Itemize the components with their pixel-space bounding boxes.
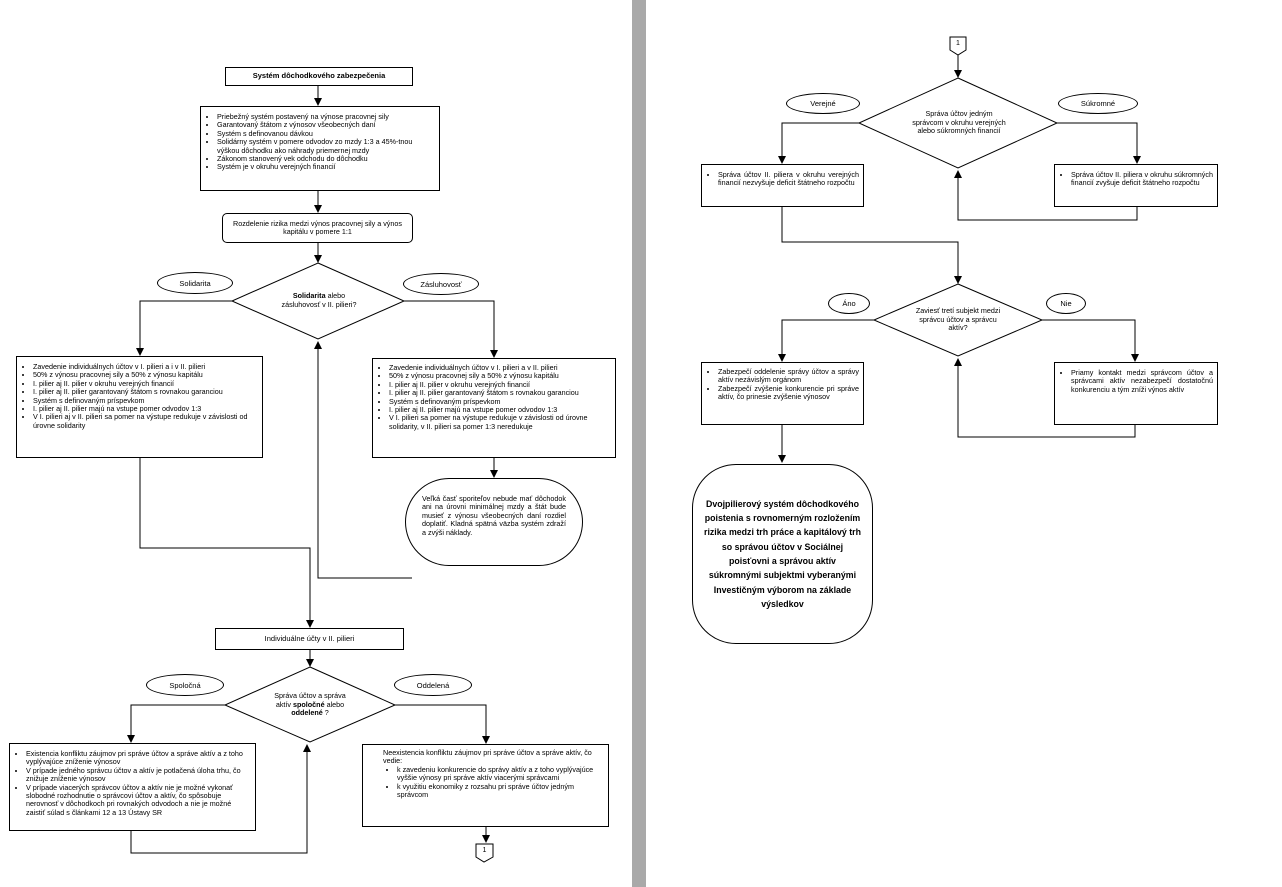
label-ano: Áno (828, 293, 870, 314)
label-solidarita: Solidarita (157, 272, 233, 294)
spolocna-list: Existencia konfliktu záujmov pri správe … (10, 749, 255, 818)
label-oddelena: Oddelená (394, 674, 472, 696)
list-item: V prípade viacerých správcov účtov a akt… (26, 783, 251, 818)
risk-split-text: Rozdelenie rizika medzi výnos pracovnej … (233, 218, 402, 236)
list-item: I. pilier aj II. pilier majú na vstupe p… (33, 404, 258, 413)
list-item: k zavedeniu konkurencie do správy aktív … (397, 765, 596, 783)
onpage-connector-label: 1 (956, 40, 960, 47)
list-item: Zavedenie individuálnych účtov v I. pili… (389, 363, 611, 372)
label-sukromne: Súkromné (1058, 93, 1138, 114)
note-box: Veľká časť sporiteľov nebude mať dôchodo… (405, 478, 583, 566)
list-item: Solidárny systém v pomere odvodov zo mzd… (217, 138, 435, 155)
ano-list: Zabezpečí oddelenie správy účtov a správ… (702, 367, 863, 402)
system-title-box: Systém dôchodkového zabezpečenia (225, 67, 413, 86)
solidarita-box: Zavedenie individuálnych účtov v I. pili… (16, 356, 263, 458)
list-item: I. pilier aj II. pilier garantovaný štát… (33, 387, 258, 396)
list-item: 50% z výnosu pracovnej sily a 50% z výno… (389, 371, 611, 380)
decision-jeden-spravca: Správa účtov jedným správcom v okruhu ve… (912, 109, 1006, 136)
list-item: Priamy kontakt medzi správcom účtov a sp… (1071, 368, 1213, 394)
list-item: V I. pilieri sa pomer na výstupe redukuj… (389, 414, 611, 431)
list-item: Systém s definovaným príspevkom (389, 397, 611, 406)
decision-treti-subjekt: Zaviesť tretí subjekt medzi správcu účto… (915, 306, 1001, 333)
list-item: k využitiu ekonomiky z rozsahu pri správ… (397, 782, 596, 800)
page-gutter (632, 0, 646, 887)
spolocna-box: Existencia konfliktu záujmov pri správe … (9, 743, 256, 831)
list-item: Existencia konfliktu záujmov pri správe … (26, 749, 251, 767)
oddelena-intro: Neexistencia konfliktu záujmov pri správ… (383, 748, 592, 766)
nie-box: Priamy kontakt medzi správcom účtov a sp… (1054, 362, 1218, 425)
label-nie: Nie (1046, 293, 1086, 314)
list-item: Garantovaný štátom z výnosov všeobecných… (217, 120, 435, 129)
label-spolocna: Spoločná (146, 674, 224, 696)
sukromne-box: Správa účtov II. piliera v okruhu súkrom… (1054, 164, 1218, 207)
note-text: Veľká časť sporiteľov nebude mať dôchodo… (422, 494, 566, 537)
list-item: Systém s definovanou dávkou (217, 129, 435, 138)
list-item: I. pilier aj II. pilier garantovaný štát… (389, 388, 611, 397)
list-item: Zabezpečí oddelenie správy účtov a správ… (718, 367, 859, 385)
oddelena-list: k zavedeniu konkurencie do správy aktív … (383, 765, 600, 800)
decision-spolocne-oddelene: Správa účtov a správa aktív spoločné ale… (274, 691, 346, 718)
list-item: V I. pilieri aj v II. pilieri sa pomer n… (33, 413, 258, 430)
list-item: Systém je v okruhu verejných financií (217, 163, 435, 172)
list-item: Správa účtov II. piliera v okruhu verejn… (718, 170, 859, 188)
system-title: Systém dôchodkového zabezpečenia (252, 71, 386, 81)
risk-split-box: Rozdelenie rizika medzi výnos pracovnej … (222, 213, 413, 243)
ano-box: Zabezpečí oddelenie správy účtov a správ… (701, 362, 864, 425)
list-item: Správa účtov II. piliera v okruhu súkrom… (1071, 170, 1213, 188)
list-item: I. pilier aj II. pilier v okruhu verejný… (389, 380, 611, 389)
result-box: Dvojpilierový systém dôchodkového poiste… (692, 464, 873, 644)
list-item: Zabezpečí zvýšenie konkurencie pri správ… (718, 384, 859, 402)
label-verejne: Verejné (786, 93, 860, 114)
list-item: I. pilier aj II. pilier v okruhu verejný… (33, 379, 258, 388)
individual-accounts-box: Individuálne účty v II. pilieri (215, 628, 404, 650)
zasluhovost-box: Zavedenie individuálnych účtov v I. pili… (372, 358, 616, 458)
features-list: Priebežný systém postavený na výnose pra… (201, 112, 439, 172)
list-item: I. pilier aj II. pilier majú na vstupe p… (389, 405, 611, 414)
offpage-connector-label: 1 (482, 847, 487, 854)
verejne-box: Správa účtov II. piliera v okruhu verejn… (701, 164, 864, 207)
list-item: Priebežný systém postavený na výnose pra… (217, 112, 435, 121)
label-zasluhovost: Zásluhovosť (403, 273, 479, 295)
list-item: V prípade jedného správcu účtov a aktív … (26, 766, 251, 784)
solidarita-list: Zavedenie individuálnych účtov v I. pili… (17, 362, 262, 430)
oddelena-box: Neexistencia konfliktu záujmov pri správ… (362, 744, 609, 827)
individual-accounts-text: Individuálne účty v II. pilieri (264, 633, 355, 643)
decision-solidarita-zasluhovost: Solidarita alebo zásluhovosť v II. pilie… (281, 291, 357, 309)
nie-list: Priamy kontakt medzi správcom účtov a sp… (1055, 368, 1217, 394)
list-item: Systém s definovaným príspevkom (33, 396, 258, 405)
list-item: Zavedenie individuálnych účtov v I. pili… (33, 362, 258, 371)
verejne-list: Správa účtov II. piliera v okruhu verejn… (702, 170, 863, 188)
features-box: Priebežný systém postavený na výnose pra… (200, 106, 440, 191)
list-item: 50% z výnosu pracovnej sily a 50% z výno… (33, 370, 258, 379)
list-item: Zákonom stanovený vek odchodu do dôchodk… (217, 154, 435, 163)
sukromne-list: Správa účtov II. piliera v okruhu súkrom… (1055, 170, 1217, 188)
result-text: Dvojpilierový systém dôchodkového poiste… (704, 498, 861, 609)
zasluhovost-list: Zavedenie individuálnych účtov v I. pili… (373, 363, 615, 431)
